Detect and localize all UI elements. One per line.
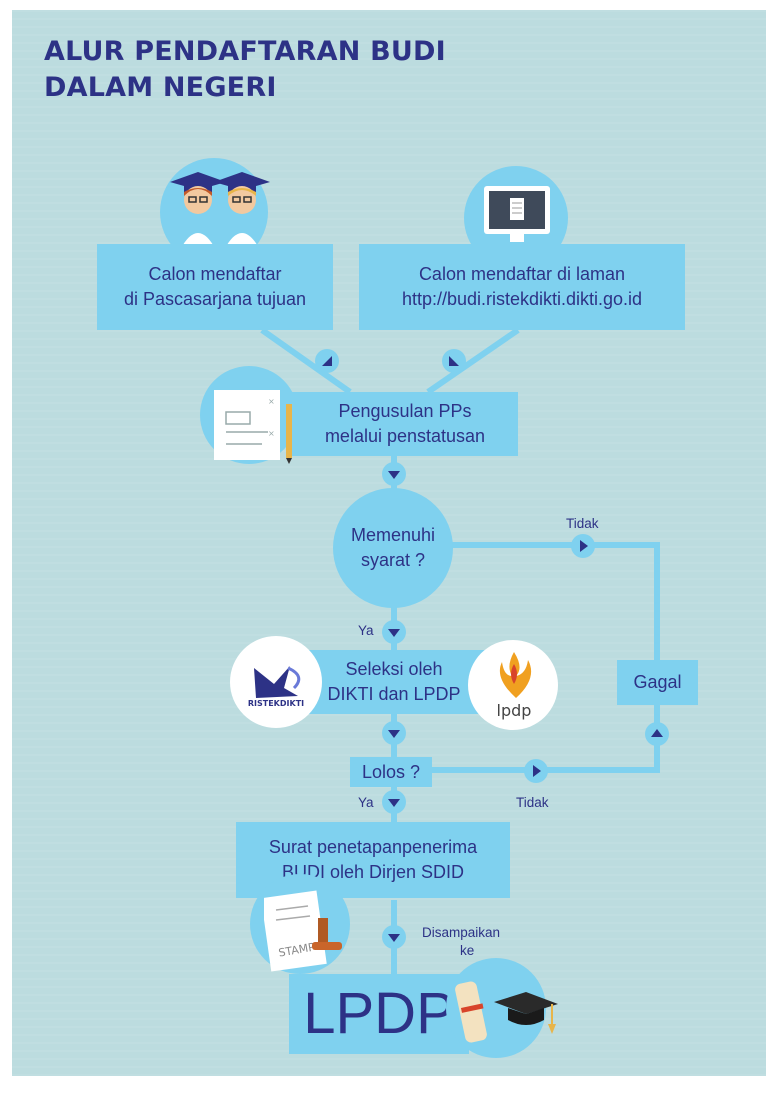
step-proposal: Pengusulan PPs melalui penstatusan <box>292 392 518 456</box>
arrow-right-to-fail-icon <box>571 534 595 558</box>
ristekdikti-logo-mark: RISTEKDIKTI <box>248 666 304 708</box>
final-lpdp: LPDP <box>289 974 469 1054</box>
stamp-text: STAMP <box>278 940 317 959</box>
arrow-right-to-proposal-icon <box>442 349 466 373</box>
pencil-icon <box>286 404 292 458</box>
graduation-cap-icon <box>494 992 558 1014</box>
edge-label-delivered-line-2: ke <box>460 943 475 958</box>
svg-text:×: × <box>268 429 275 438</box>
edge-label-no-1: Tidak <box>566 516 599 531</box>
step-register-line-2: di Pascasarjana tujuan <box>123 289 307 309</box>
connector-left-to-proposal <box>260 327 352 395</box>
step-register-on-website: Calon mendaftar di laman http://budi.ris… <box>359 244 685 330</box>
edge-label-yes-1: Ya <box>358 623 374 638</box>
step-register-at-graduate-school: Calon mendaftar di Pascasarjana tujuan <box>97 244 333 330</box>
svg-text:×: × <box>268 397 275 406</box>
decision1-line-2: syarat ? <box>360 550 426 570</box>
edge-label-yes-2: Ya <box>358 795 374 810</box>
arrow-down-to-decision1-icon <box>382 462 406 486</box>
decision-passed: Lolos ? <box>350 757 432 787</box>
lpdp-logo-text: lpdp <box>497 701 532 720</box>
arrow-left-to-proposal-icon <box>315 349 339 373</box>
result-fail-text: Gagal <box>633 672 682 692</box>
step-proposal-line-2: melalui penstatusan <box>324 426 486 446</box>
decision1-line-1: Memenuhi <box>350 525 436 545</box>
final-lpdp-text: LPDP <box>303 981 455 1046</box>
diploma-scroll-icon <box>455 981 487 1043</box>
connector-right-to-proposal <box>426 327 520 395</box>
edge-label-no-2: Tidak <box>516 795 549 810</box>
arrow-down-to-selection-icon <box>382 620 406 644</box>
title-line-1: ALUR PENDAFTARAN BUDI <box>44 36 446 67</box>
step-letter-line-1: Surat penetapanpenerima <box>268 837 478 857</box>
step-selection-line-2: DIKTI dan LPDP <box>327 684 461 704</box>
decision-meets-requirements-text: Memenuhi syarat ? <box>333 518 453 578</box>
result-fail: Gagal <box>617 660 698 705</box>
step-register-line-1: Calon mendaftar <box>148 264 282 284</box>
step-selection: Seleksi oleh DIKTI dan LPDP <box>300 650 488 714</box>
graduate-students-icon <box>170 172 270 250</box>
stamp-document-icon: STAMP <box>264 890 342 972</box>
step-website-line-1: Calon mendaftar di laman <box>418 264 626 284</box>
edge-label-delivered-line-1: Disampaikan <box>422 925 501 940</box>
step-selection-line-1: Seleksi oleh <box>345 659 443 679</box>
computer-monitor-icon <box>484 186 550 242</box>
step-website-line-2: http://budi.ristekdikti.dikti.go.id <box>401 289 643 309</box>
arrow-right-to-fail-2-icon <box>524 759 548 783</box>
arrow-down-to-lpdp-icon <box>382 925 406 949</box>
step-proposal-line-1: Pengusulan PPs <box>338 401 472 421</box>
diploma-and-cap-icon <box>455 981 558 1043</box>
arrow-down-to-letter-icon <box>382 790 406 814</box>
lpdp-logo-mark: lpdp <box>497 652 532 720</box>
document-checklist-icon: × × <box>214 390 292 464</box>
arrow-up-to-fail-icon <box>645 722 669 746</box>
arrow-down-to-decision2-icon <box>382 721 406 745</box>
decision2-text: Lolos ? <box>361 761 421 782</box>
decision-meets-requirements <box>333 488 453 608</box>
title-line-2: DALAM NEGERI <box>44 72 277 103</box>
connector-no1-to-fail <box>450 542 660 665</box>
step-letter-line-2: BUDI oleh Dirjen SDID <box>281 862 465 882</box>
ristekdikti-logo-text: RISTEKDIKTI <box>248 699 304 708</box>
